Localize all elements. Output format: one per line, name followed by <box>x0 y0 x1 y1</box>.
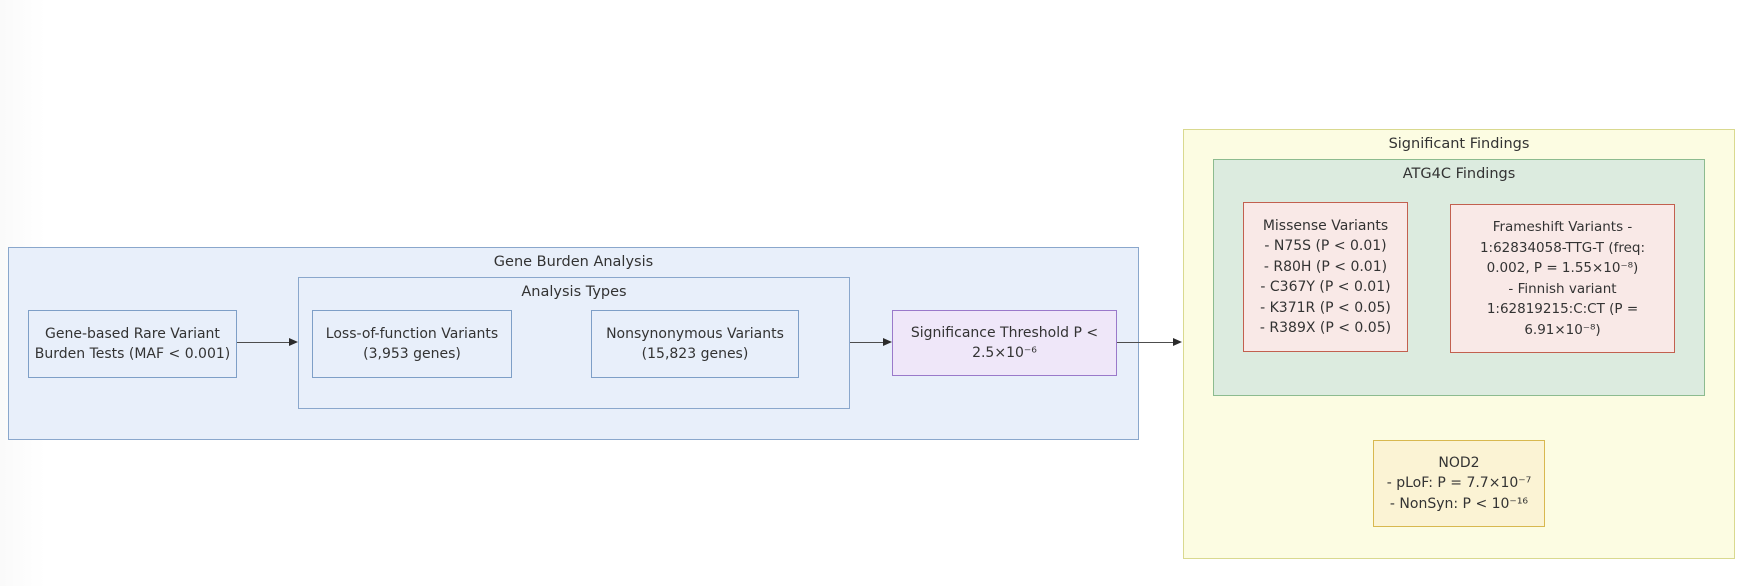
significant-findings-title: Significant Findings <box>1388 136 1530 152</box>
nonsynonymous-variants-node: Nonsynonymous Variants (15,823 genes) <box>591 310 799 378</box>
atg4c-findings-title: ATG4C Findings <box>1402 166 1516 182</box>
frameshift-variants-node: Frameshift Variants - 1:62834058-TTG-T (… <box>1450 204 1675 353</box>
rare-variant-burden-node: Gene-based Rare Variant Burden Tests (MA… <box>28 310 237 378</box>
lof-variants-node: Loss-of-function Variants (3,953 genes) <box>312 310 512 378</box>
arrow-threshold-to-findings-head <box>1173 338 1182 346</box>
significance-threshold-node: Significance Threshold P < 2.5×10⁻⁶ <box>892 310 1117 376</box>
nod2-node: NOD2 - pLoF: P = 7.7×10⁻⁷ - NonSyn: P < … <box>1373 440 1545 527</box>
arrow-rare-to-analysis-line <box>237 342 290 343</box>
arrow-threshold-to-findings-line <box>1117 342 1174 343</box>
missense-variants-node: Missense Variants - N75S (P < 0.01) - R8… <box>1243 202 1408 352</box>
arrow-analysis-to-threshold-line <box>850 342 884 343</box>
gene-burden-analysis-title: Gene Burden Analysis <box>493 254 654 270</box>
analysis-types-title: Analysis Types <box>521 284 627 300</box>
arrow-analysis-to-threshold-head <box>883 338 892 346</box>
arrow-rare-to-analysis-head <box>289 338 298 346</box>
